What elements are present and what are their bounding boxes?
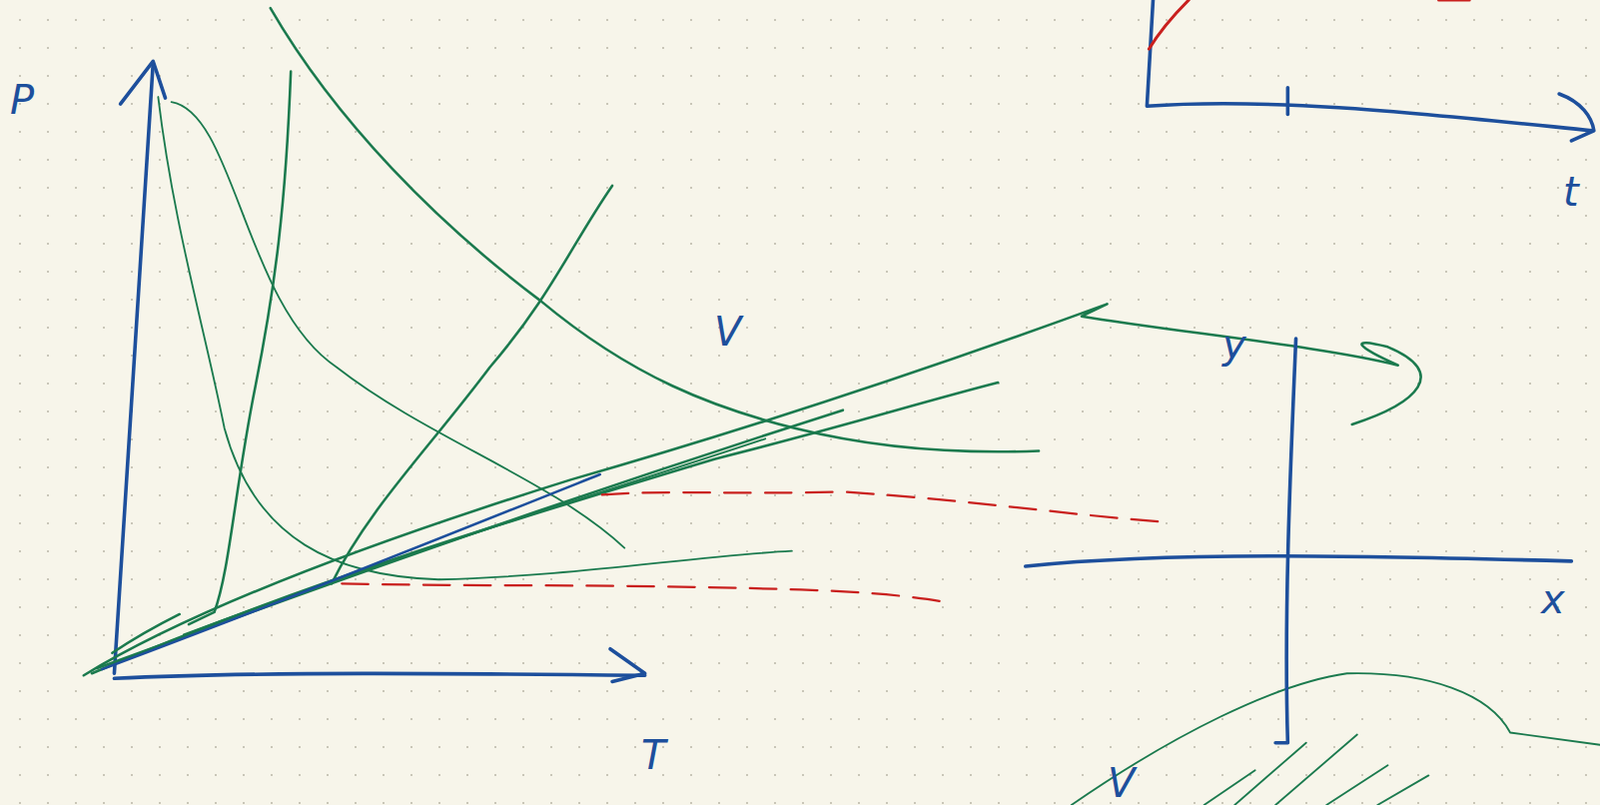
xy-axes bbox=[1025, 338, 1573, 744]
axis-label: y bbox=[1222, 324, 1247, 365]
dashed-lines bbox=[341, 491, 1169, 602]
axis-label: T bbox=[641, 735, 666, 776]
axis-label: t bbox=[1563, 171, 1580, 212]
axis-label: x bbox=[1541, 579, 1566, 620]
curves bbox=[83, 7, 1600, 805]
small-chart bbox=[1146, 0, 1594, 141]
blue-line bbox=[101, 474, 601, 670]
variable-label: V bbox=[1107, 763, 1135, 803]
variable-label: V bbox=[714, 311, 742, 352]
axis-label: P bbox=[9, 79, 34, 120]
